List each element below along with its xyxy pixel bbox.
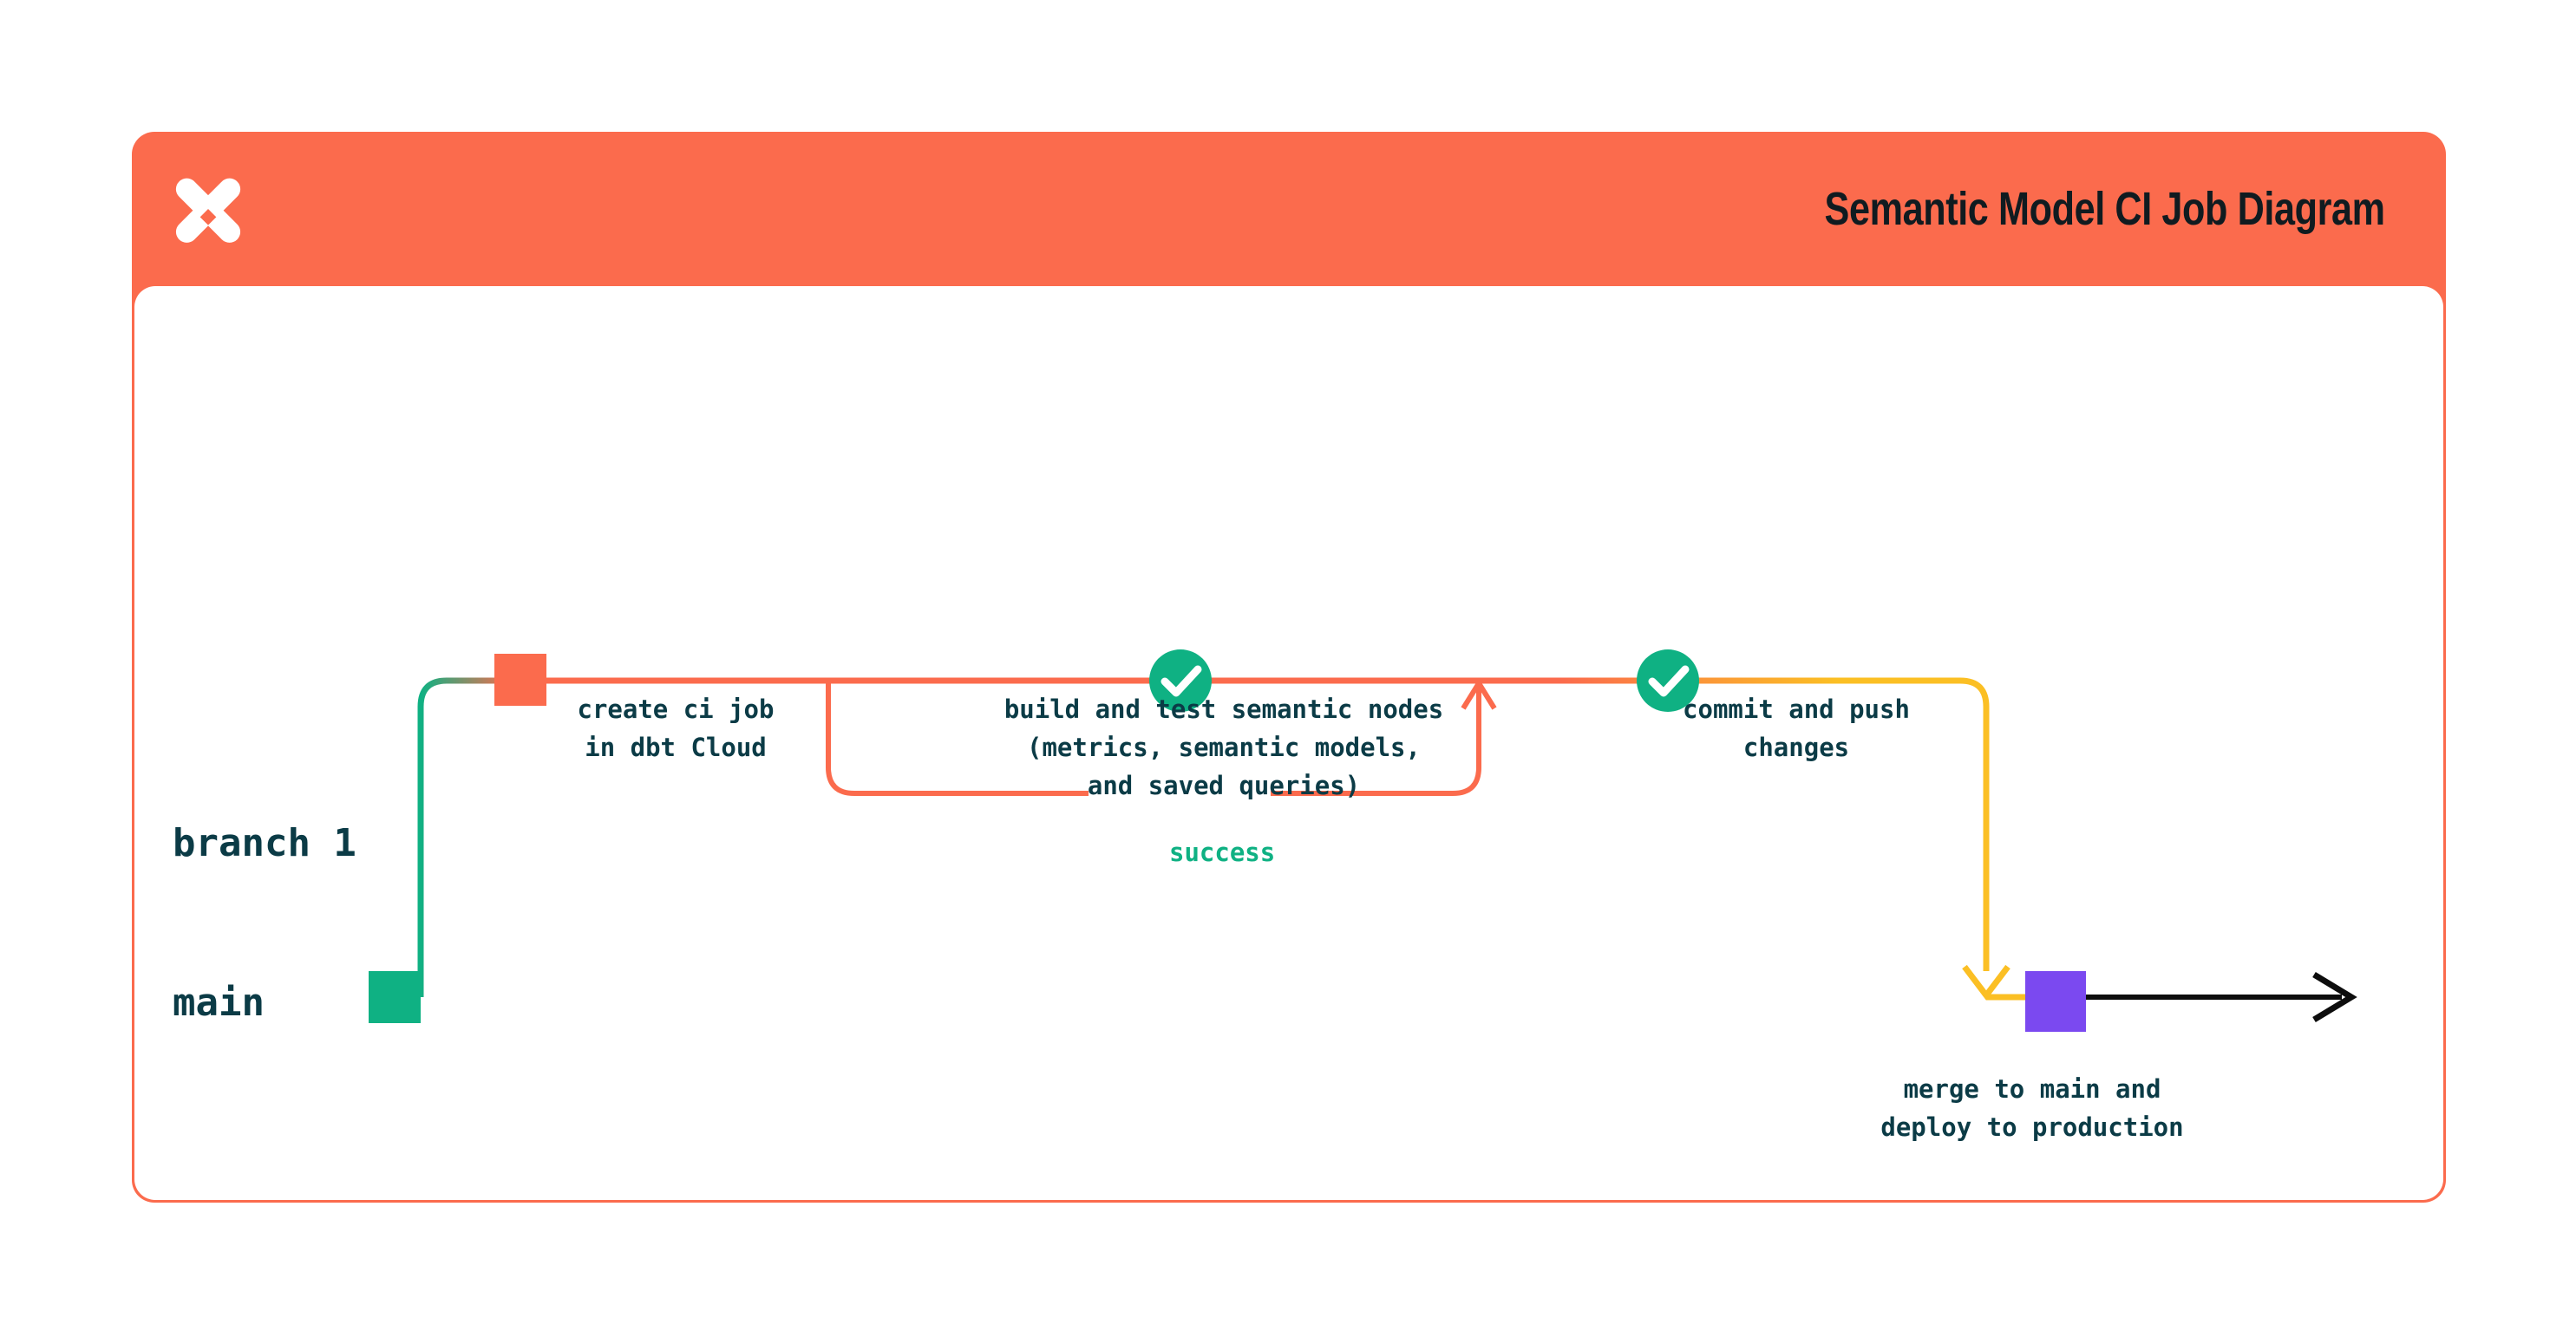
dbt-logo-icon xyxy=(170,171,246,247)
lane-label-branch-1: branch 1 xyxy=(173,821,356,865)
node-label-create-ci-job: create ci job in dbt Cloud xyxy=(577,695,775,763)
node-create-ci-job xyxy=(494,654,546,706)
branch-1-line xyxy=(417,677,1960,997)
node-main-start xyxy=(369,971,421,1023)
page-title: Semantic Model CI Job Diagram xyxy=(1824,183,2386,235)
production-arrowhead xyxy=(2312,972,2357,1022)
card-header: Semantic Model CI Job Diagram xyxy=(132,132,2446,286)
loop-return-arrowhead xyxy=(1461,678,1497,710)
node-merge-to-main xyxy=(2025,971,2086,1032)
node-label-build-and-test: build and test semantic nodes (metrics, … xyxy=(1004,695,1444,801)
node-build-and-test xyxy=(1149,649,1212,712)
check-icon xyxy=(1648,665,1690,697)
merge-line xyxy=(1959,677,1990,971)
node-commit-and-push xyxy=(1637,649,1699,712)
loop-left-segment xyxy=(826,681,1089,796)
node-label-merge-to-main: merge to main and deploy to production xyxy=(1880,1074,2184,1143)
diagram-canvas: branch 1 main create ci job in dbt Cloud… xyxy=(134,286,2443,1200)
loop-right-segment xyxy=(1271,707,1481,796)
node-label-commit-and-push: commit and push changes xyxy=(1683,695,1910,763)
loop-label-success: success xyxy=(1155,838,1290,867)
lane-label-main: main xyxy=(173,981,265,1025)
flow-graph xyxy=(369,649,2357,1032)
check-icon xyxy=(1161,665,1202,697)
diagram-card: Semantic Model CI Job Diagram xyxy=(132,132,2446,1203)
